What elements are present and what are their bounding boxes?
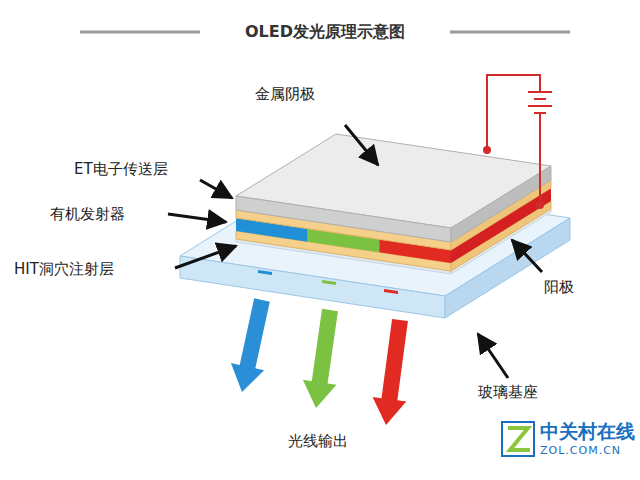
metal-cathode-front xyxy=(236,196,451,242)
title-rule xyxy=(450,31,570,34)
part-label: 有机发射器 xyxy=(50,205,125,223)
part-label: 阳极 xyxy=(544,278,574,296)
terminal-dot xyxy=(536,201,544,209)
emitter-mark xyxy=(322,280,336,285)
terminal-dot xyxy=(483,146,491,154)
watermark: 中关村在线 xyxy=(540,420,635,443)
watermark-logo xyxy=(502,422,534,456)
part-label: ET电子传送层 xyxy=(74,160,168,178)
light-arrow xyxy=(373,319,408,425)
watermark: ZOL.COM.CN xyxy=(540,444,621,457)
title-rule xyxy=(80,31,200,34)
part-label: 玻璃基座 xyxy=(478,383,538,401)
light-arrow xyxy=(303,309,338,408)
light-arrows xyxy=(231,298,408,425)
light-arrow xyxy=(231,298,270,392)
battery-circuit xyxy=(487,75,552,205)
part-label: HIT洞穴注射层 xyxy=(14,260,114,278)
emitter-mark xyxy=(384,289,398,294)
leader-arrows xyxy=(168,125,542,378)
part-label: 光线输出 xyxy=(288,432,348,450)
emitter-mark xyxy=(258,270,272,275)
metal-cathode-side xyxy=(451,166,551,242)
part-label: 金属阴极 xyxy=(255,85,315,103)
diagram-title: OLED发光原理示意图 xyxy=(245,22,405,41)
